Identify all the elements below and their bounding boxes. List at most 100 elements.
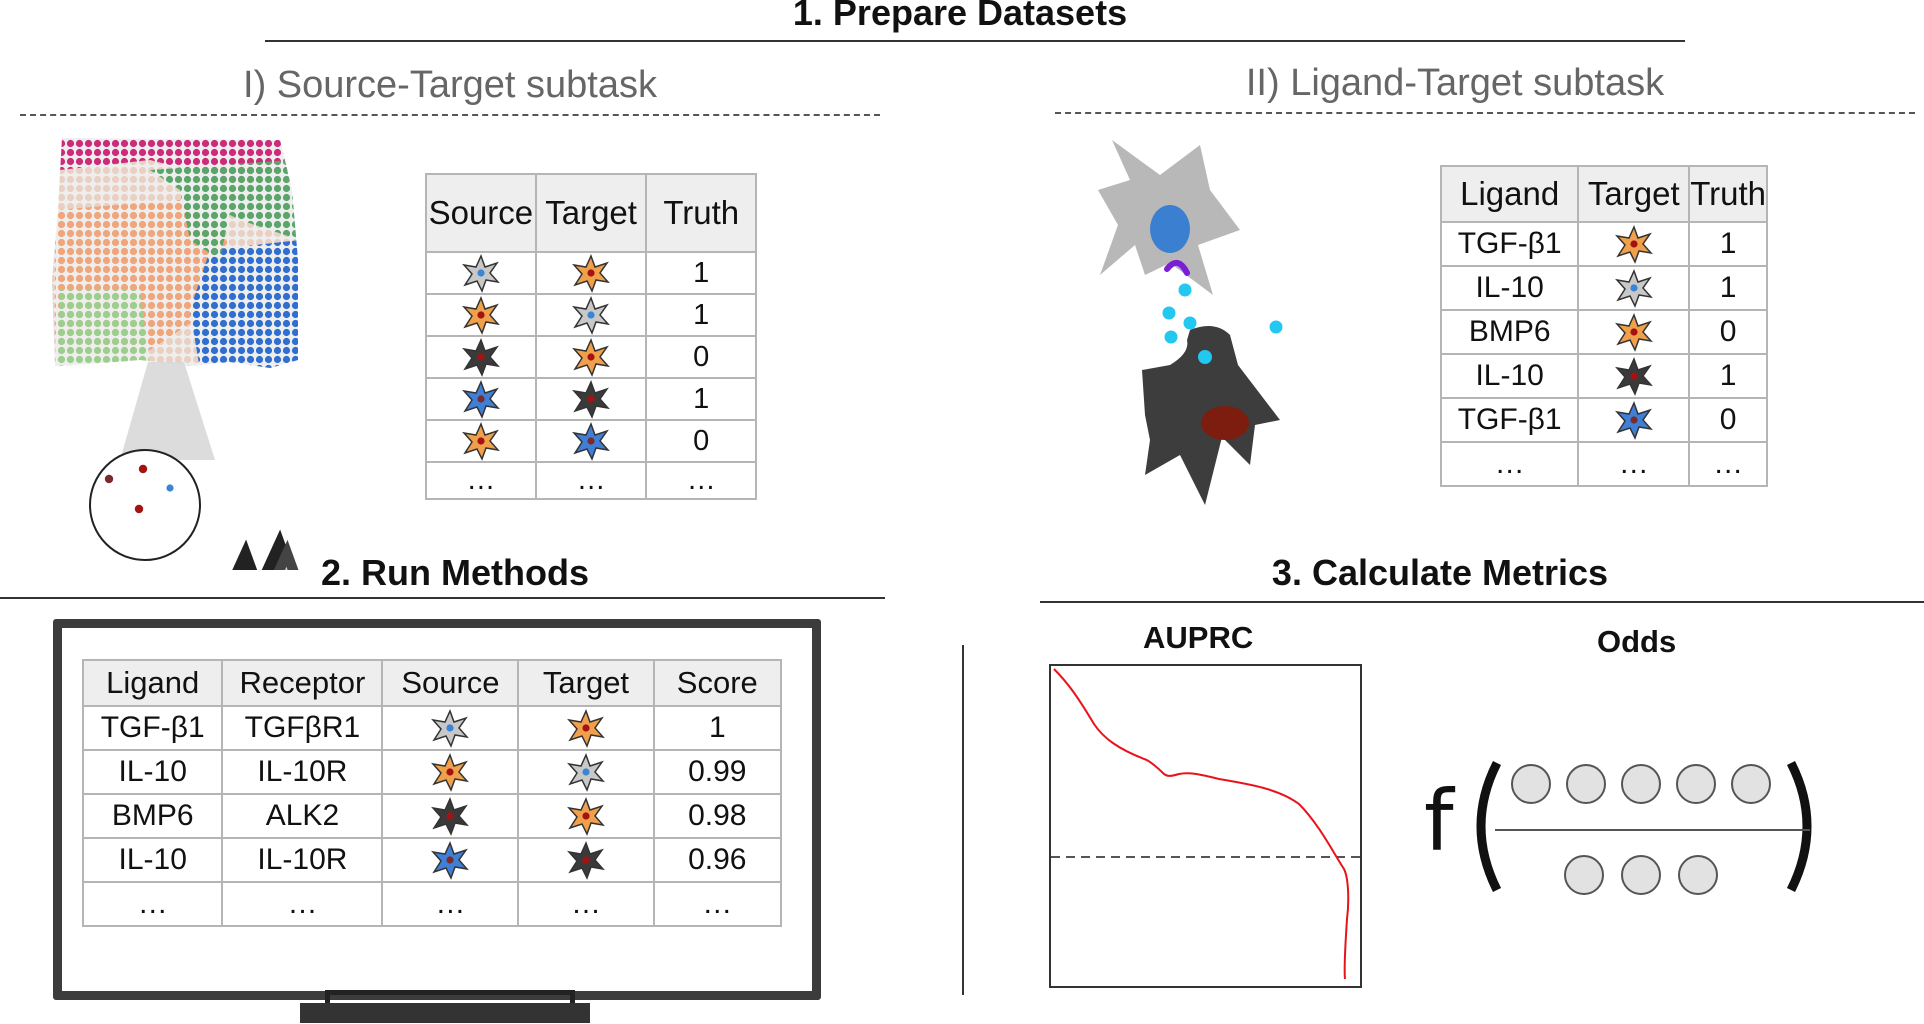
black-cell-icon — [566, 840, 606, 880]
ellipsis-cell: … — [425, 461, 537, 500]
ligand-cell: IL-10 — [81, 837, 224, 883]
orange-cell-icon — [461, 421, 501, 461]
ellipsis-cell: … — [221, 881, 384, 927]
col-header-target: Target — [534, 173, 648, 253]
truth-cell: 1 — [645, 251, 757, 295]
truth-cell: 0 — [645, 335, 757, 379]
ellipsis-cell: … — [1577, 441, 1691, 487]
ligand-cell: BMP6 — [81, 793, 224, 839]
icon-cell — [534, 335, 648, 379]
icon-cell — [517, 749, 655, 795]
auprc-plot — [1049, 664, 1362, 988]
ligand-cell: IL-10 — [81, 749, 224, 795]
ellipsis-cell: … — [1688, 441, 1768, 487]
table-row: 1 — [425, 377, 757, 421]
auprc-label: AUPRC — [1143, 620, 1254, 655]
truth-cell: 1 — [1688, 221, 1768, 267]
gray-cell-icon — [430, 708, 470, 748]
icon-cell — [1577, 309, 1691, 355]
gray-cell-icon — [461, 253, 501, 293]
ligand-cell: TGF-β1 — [1439, 397, 1580, 443]
ligand-cell: IL-10 — [1439, 353, 1580, 399]
icon-cell — [381, 837, 520, 883]
ellipsis-cell: … — [517, 881, 655, 927]
table-row: 0 — [425, 419, 757, 463]
ellipsis-cell: … — [534, 461, 648, 500]
section-divider — [962, 645, 964, 995]
icon-cell — [425, 377, 537, 421]
odds-formula — [1476, 760, 1812, 895]
black-cell-icon — [1614, 356, 1654, 396]
subtask-a-dashed-line — [20, 114, 880, 116]
orange-cell-icon — [461, 295, 501, 335]
col-header-ligand: Ligand — [1439, 165, 1580, 223]
receptor-cell: TGFβR1 — [221, 705, 384, 751]
blue-cell-icon — [430, 840, 470, 880]
col-header-receptor: Receptor — [221, 659, 384, 707]
icon-cell — [381, 749, 520, 795]
ellipsis-row: ……… — [425, 461, 757, 500]
monitor-frame — [53, 619, 821, 1000]
subtask-b-dashed-line — [1055, 112, 1915, 114]
gray-cell-icon — [566, 752, 606, 792]
icon-cell — [517, 793, 655, 839]
black-cell-icon — [461, 337, 501, 377]
black-cell-icon — [430, 796, 470, 836]
col-header-truth: Truth — [645, 173, 757, 253]
icon-cell — [425, 419, 537, 463]
subtask-a-title: I) Source-Target subtask — [243, 64, 657, 106]
ellipsis-cell: … — [81, 881, 224, 927]
precision-recall-curve — [1053, 668, 1350, 980]
section1-rule — [265, 40, 1685, 42]
truth-cell: 1 — [1688, 353, 1768, 399]
ligand-cell: IL-10 — [1439, 265, 1580, 311]
icon-cell — [517, 837, 655, 883]
numerator-circles — [1511, 764, 1771, 804]
blue-cell-icon — [1614, 400, 1654, 440]
section2-rule — [0, 597, 885, 599]
col-header-target: Target — [517, 659, 655, 707]
icon-cell — [381, 793, 520, 839]
ellipsis-cell: … — [645, 461, 757, 500]
truth-cell: 0 — [1688, 309, 1768, 355]
section3-rule — [1040, 601, 1924, 603]
table-row: 1 — [425, 293, 757, 337]
ellipsis-row: ……… — [1439, 441, 1768, 487]
orange-cell-icon — [571, 253, 611, 293]
right-paren — [1786, 760, 1812, 893]
col-header-ligand: Ligand — [81, 659, 224, 707]
ellipsis-cell: … — [652, 881, 783, 927]
receptor-cell: ALK2 — [221, 793, 384, 839]
orange-cell-icon — [571, 337, 611, 377]
ligand-cell: TGF-β1 — [1439, 221, 1580, 267]
icon-cell — [381, 705, 520, 751]
truth-cell: 1 — [645, 377, 757, 421]
ligand-target-illustration — [1098, 140, 1283, 505]
section3-title: 3. Calculate Metrics — [1271, 552, 1609, 593]
table-row: IL-10 1 — [1439, 353, 1768, 399]
orange-cell-icon — [566, 708, 606, 748]
denominator-circles — [1564, 855, 1718, 895]
table-row: 0 — [425, 335, 757, 379]
col-header-truth: Truth — [1688, 165, 1768, 223]
truth-cell: 0 — [645, 419, 757, 463]
table-row: TGF-β1 1 — [1439, 221, 1768, 267]
ellipsis-row: …………… — [81, 881, 783, 927]
score-cell: 0.98 — [652, 793, 783, 839]
icon-cell — [425, 335, 537, 379]
ellipsis-cell: … — [1439, 441, 1580, 487]
icon-cell — [425, 293, 537, 337]
section1-title: 1. Prepare Datasets — [792, 0, 1128, 33]
orange-cell-icon — [1614, 224, 1654, 264]
icon-cell — [534, 251, 648, 295]
gray-cell-icon — [571, 295, 611, 335]
auprc-plot-frame — [1049, 664, 1362, 988]
blue-cell-icon — [571, 421, 611, 461]
orange-cell-icon — [430, 752, 470, 792]
col-header-source: Source — [381, 659, 520, 707]
